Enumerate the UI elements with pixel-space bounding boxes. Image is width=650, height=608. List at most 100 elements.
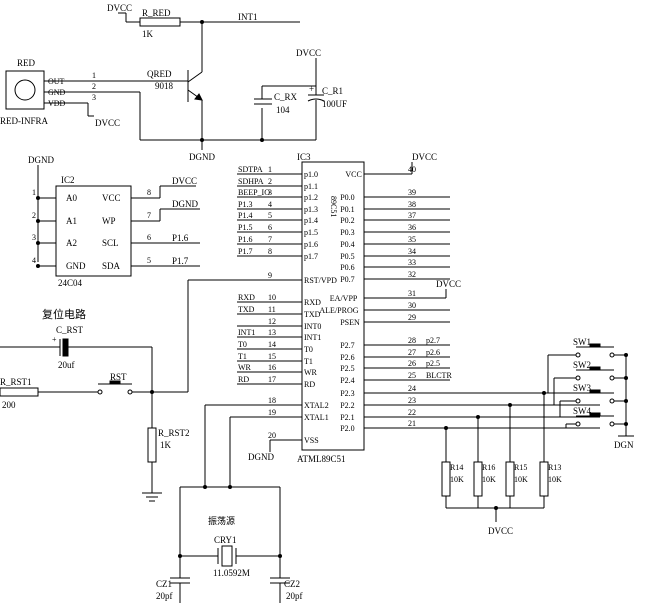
- ic2-label: IC2: [61, 175, 75, 185]
- ic3-left-pin-name: p1.2: [304, 193, 318, 202]
- ic2-wp-net: DGND: [172, 199, 198, 209]
- ic3-right-pin-name: P2.1: [340, 413, 354, 422]
- ic3-right-pin-name: PSEN: [340, 318, 360, 327]
- ic3-left-pin-num: 19: [268, 408, 276, 417]
- ic2-pin-name: A1: [66, 216, 77, 226]
- ic3-left-pin-name: RD: [304, 380, 315, 389]
- ic3-right-pin-num: 28: [408, 336, 416, 345]
- r-rst2-label: R_RST2: [158, 428, 190, 438]
- ic3-left-net: P1.6: [238, 235, 252, 244]
- ic3-left-net: SDTPA: [238, 165, 263, 174]
- dgn-label: DGN: [614, 440, 634, 450]
- ic3-left-pin-name: T1: [304, 357, 313, 366]
- ic3-left-pin-num: 17: [268, 375, 276, 384]
- ic3-left-pin-name: RXD: [304, 298, 321, 307]
- ic3-left-net: T0: [238, 340, 247, 349]
- ic3-right-pin-num: 32: [408, 270, 416, 279]
- ic3-right-pin-num: 26: [408, 359, 416, 368]
- r-red-resistor: [139, 17, 181, 27]
- ic3-right-pin-name: P2.5: [340, 364, 354, 373]
- ic3-left-net: SDHPA: [238, 177, 264, 186]
- qred-label: QRED: [147, 69, 172, 79]
- ic3-right-pin-num: 31: [408, 289, 416, 298]
- pullup-resistor-label: R15: [514, 463, 527, 472]
- pin-1-label: 1: [92, 71, 96, 80]
- ic3-right-pin-name: P2.4: [340, 376, 354, 385]
- ic3-right-pin-name: P0.6: [340, 263, 354, 272]
- ic3-left-pin-num: 13: [268, 328, 276, 337]
- ic3-right-pin-name: P2.2: [340, 401, 354, 410]
- ic2-body: [55, 185, 132, 277]
- pullup-resistor-label: R13: [548, 463, 561, 472]
- pullup-resistor-value: 10K: [514, 475, 528, 484]
- ic3-left-pin-name: XTAL2: [304, 401, 329, 410]
- pullup-resistor-value: 10K: [450, 475, 464, 484]
- ic2-pin-name: WP: [102, 216, 116, 226]
- pin-2-label: 2: [92, 82, 96, 91]
- ic3-left-pin-num: 8: [268, 247, 272, 256]
- ic3-left-net: P1.7: [238, 247, 252, 256]
- ic2-pin-num: 2: [32, 211, 36, 220]
- ic3-right-pin-name: P0.5: [340, 252, 354, 261]
- c-rst-label: C_RST: [56, 325, 84, 335]
- ic3-right-net: BLCTR: [426, 371, 452, 380]
- pullup-resistor-value: 10K: [548, 475, 562, 484]
- ic3-right-net: p2.7: [426, 336, 440, 345]
- ic2-pin-name: SCL: [102, 238, 119, 248]
- ir-receiver-body: [5, 70, 45, 110]
- dgnd-label-vss: DGND: [248, 452, 274, 462]
- dvcc-label-ea: DVCC: [436, 279, 461, 289]
- dvcc-label-top: DVCC: [107, 3, 132, 13]
- ic3-right-pin-name: EA/VPP: [330, 294, 358, 303]
- dvcc-label-bottom: DVCC: [488, 526, 513, 536]
- ic2-pin-num: 8: [147, 188, 151, 197]
- ic3-right-pin-num: 24: [408, 384, 416, 393]
- ic3-right-pin-num: 39: [408, 188, 416, 197]
- ic2-pin-name: A0: [66, 193, 77, 203]
- ic3-right-pin-name: P2.6: [340, 353, 354, 362]
- c-rx-label: C_RX: [274, 92, 298, 102]
- ic3-right-pin-name: P0.3: [340, 228, 354, 237]
- ic3-left-net: P1.3: [238, 200, 252, 209]
- osc-title: 振荡源: [208, 515, 235, 527]
- pullup-resistor-value: 10K: [482, 475, 496, 484]
- ic3-left-pin-num: 3: [268, 188, 272, 197]
- ic3-right-pin-name: VCC: [345, 170, 361, 179]
- cz1-value: 20pf: [156, 591, 173, 601]
- ic3-right-pin-name: P0.7: [340, 275, 354, 284]
- r-rst2-value: 1K: [160, 440, 172, 450]
- ic2-pin-name: GND: [66, 261, 86, 271]
- ic3-left-pin-num: 2: [268, 177, 272, 186]
- ic3-right-pin-num: 33: [408, 258, 416, 267]
- pin-3-label: 3: [92, 93, 96, 102]
- ic2-pin-num: 6: [147, 233, 151, 242]
- dvcc-label-ic3: DVCC: [412, 152, 437, 162]
- ic3-right-pin-num: 21: [408, 419, 416, 428]
- ic3-left-pin-name: p1.4: [304, 216, 318, 225]
- ic3-left-net: WR: [238, 363, 252, 372]
- ic3-left-pin-num: 11: [268, 305, 276, 314]
- ic3-left-pin-name: INT1: [304, 333, 321, 342]
- ic2-pin-num: 3: [32, 233, 36, 242]
- ic3-right-net: p2.5: [426, 359, 440, 368]
- cz1-label: CZ1: [156, 579, 172, 589]
- pullup-resistor-label: R16: [482, 463, 495, 472]
- ic3-left-pin-num: 18: [268, 396, 276, 405]
- ic2-pin-name: VCC: [102, 193, 121, 203]
- ic3-left-pin-num: 1: [268, 165, 272, 174]
- ic3-left-pin-name: p1.0: [304, 170, 318, 179]
- ic3-right-pin-name: P0.2: [340, 216, 354, 225]
- ic3-right-pin-num: 23: [408, 396, 416, 405]
- qred-part: 9018: [155, 81, 174, 91]
- cry1-value: 11.0592M: [213, 568, 250, 578]
- rst-label: RST: [110, 372, 127, 382]
- ic3-left-pin-num: 14: [268, 340, 276, 349]
- oscillator-circuit: 振荡源 CRY1 11.0592M CZ1 20pf CZ2 20pf DGND: [156, 404, 303, 603]
- ic2-pin-num: 4: [32, 256, 36, 265]
- top-red-section: DVCC R_RED 1K INT1 QRED 9018 RED RED-INF…: [0, 3, 347, 162]
- ic3-left-pin-num: 6: [268, 223, 272, 232]
- ic3-left-pin-name: p1.5: [304, 228, 318, 237]
- r-rst1-label: R_RST1: [0, 377, 32, 387]
